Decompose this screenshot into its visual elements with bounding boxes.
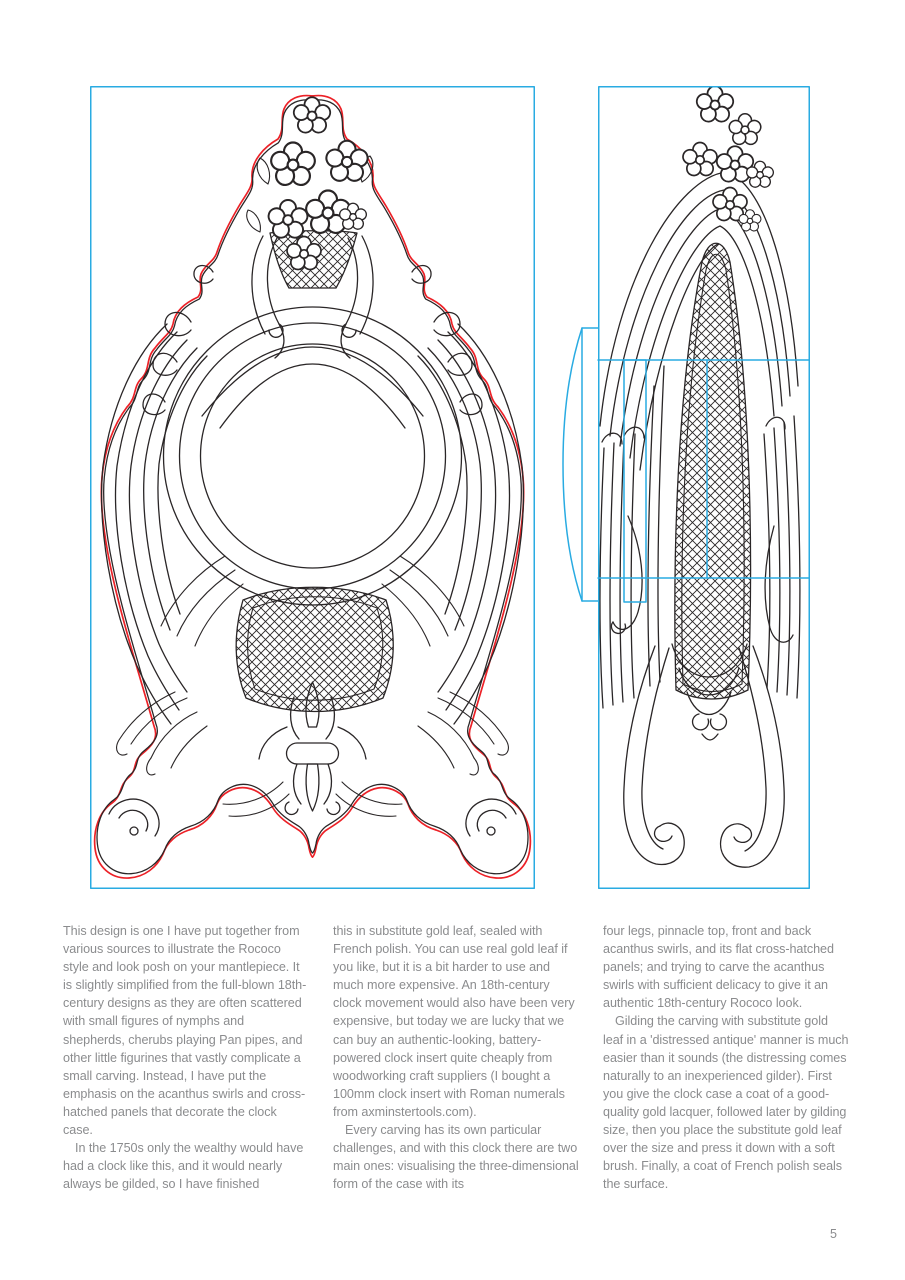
side-bounding-box	[598, 86, 810, 889]
clock-side-template-drawing	[562, 86, 810, 889]
text-column-3: four legs, pinnacle top, front and back …	[603, 922, 849, 1193]
front-bounding-box	[90, 86, 535, 889]
construction-lines	[562, 86, 810, 889]
page-number: 5	[830, 1227, 837, 1241]
paragraph: Gilding the carving with substitute gold…	[603, 1014, 849, 1192]
paragraph: Every carving has its own particular cha…	[333, 1123, 579, 1192]
clock-face-rings	[162, 306, 463, 606]
side-stile-lines	[599, 365, 801, 709]
leaf-curls-side	[610, 515, 794, 643]
side-profile-bow	[562, 327, 583, 602]
text-column-1: This design is one I have put together f…	[63, 922, 309, 1193]
scroll-knuckles-side	[601, 416, 786, 445]
paragraph: four legs, pinnacle top, front and back …	[603, 924, 834, 1011]
paragraph: This design is one I have put together f…	[63, 924, 307, 1138]
crosshatch-panel-lower	[235, 586, 394, 713]
fleur-de-lis	[258, 681, 367, 816]
side-legs	[623, 645, 785, 868]
text-column-2: this in substitute gold leaf, sealed wit…	[333, 922, 579, 1193]
paragraph: this in substitute gold leaf, sealed wit…	[333, 924, 575, 1119]
between-leg-arcs	[671, 643, 748, 741]
article-body: This design is one I have put together f…	[63, 922, 849, 1193]
crosshatch-panel-side	[674, 242, 752, 700]
clock-front-template-drawing	[90, 86, 535, 889]
flower-cluster-side	[680, 86, 776, 234]
paragraph: In the 1750s only the wealthy would have…	[63, 1141, 304, 1192]
crest-arcs	[201, 346, 424, 429]
flower-cluster	[246, 96, 374, 274]
